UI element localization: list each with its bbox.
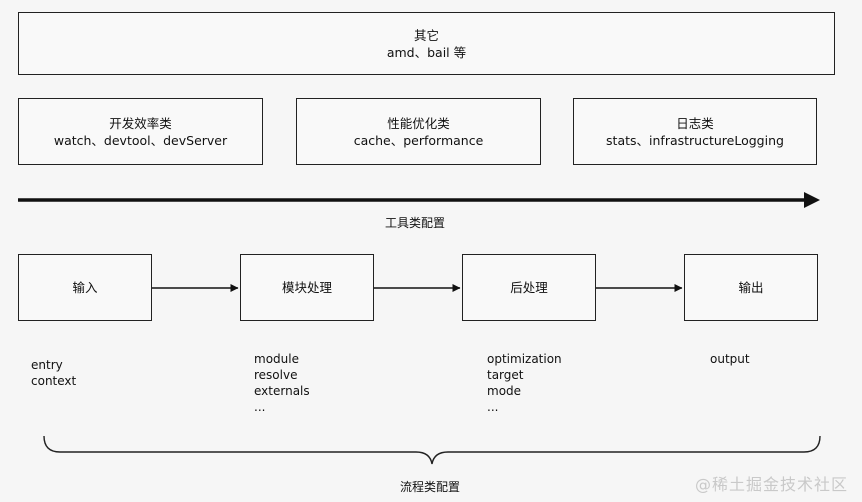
flow-box-input-title: 输入 <box>72 280 98 295</box>
list-item: output <box>710 352 750 366</box>
performance-box: 性能优化类 cache、performance <box>296 98 541 165</box>
list-item: target <box>487 368 524 382</box>
tool-axis-arrowhead <box>804 192 820 208</box>
flow-box-module: 模块处理 <box>240 254 374 321</box>
flow-box-output: 输出 <box>684 254 818 321</box>
flow-box-post-title: 后处理 <box>510 280 548 295</box>
list-item: resolve <box>254 368 298 382</box>
module-config-list: module resolve externals ... <box>254 351 310 415</box>
output-config-list: output <box>710 351 750 367</box>
flow-box-module-title: 模块处理 <box>281 280 332 295</box>
logging-box: 日志类 stats、infrastructureLogging <box>573 98 817 165</box>
tool-axis-label: 工具类配置 <box>384 216 445 230</box>
post-config-list: optimization target mode ... <box>487 351 562 415</box>
flow-brace <box>43 435 821 465</box>
watermark: @稀土掘金技术社区 <box>694 475 848 494</box>
list-item: ... <box>254 400 266 414</box>
other-config-items: amd、bail 等 <box>386 44 467 60</box>
other-config-title: 其它 <box>413 27 439 43</box>
performance-items: cache、performance <box>353 132 484 148</box>
list-item: context <box>31 374 77 388</box>
logging-items: stats、infrastructureLogging <box>606 132 784 148</box>
logging-title: 日志类 <box>676 115 714 131</box>
list-item: optimization <box>487 352 562 366</box>
dev-efficiency-items: watch、devtool、devServer <box>53 132 228 148</box>
flow-box-output-title: 输出 <box>738 280 764 295</box>
flow-box-input: 输入 <box>18 254 152 321</box>
other-config-box: 其它 amd、bail 等 <box>18 12 835 75</box>
flow-axis-label: 流程类配置 <box>399 480 460 494</box>
flow-box-post: 后处理 <box>462 254 596 321</box>
performance-title: 性能优化类 <box>387 115 450 131</box>
list-item: ... <box>487 400 499 414</box>
input-config-list: entry context <box>31 357 76 389</box>
list-item: mode <box>487 384 522 398</box>
list-item: module <box>254 352 299 366</box>
list-item: externals <box>254 384 310 398</box>
list-item: entry <box>31 358 63 372</box>
dev-efficiency-title: 开发效率类 <box>109 115 172 131</box>
dev-efficiency-box: 开发效率类 watch、devtool、devServer <box>18 98 263 165</box>
